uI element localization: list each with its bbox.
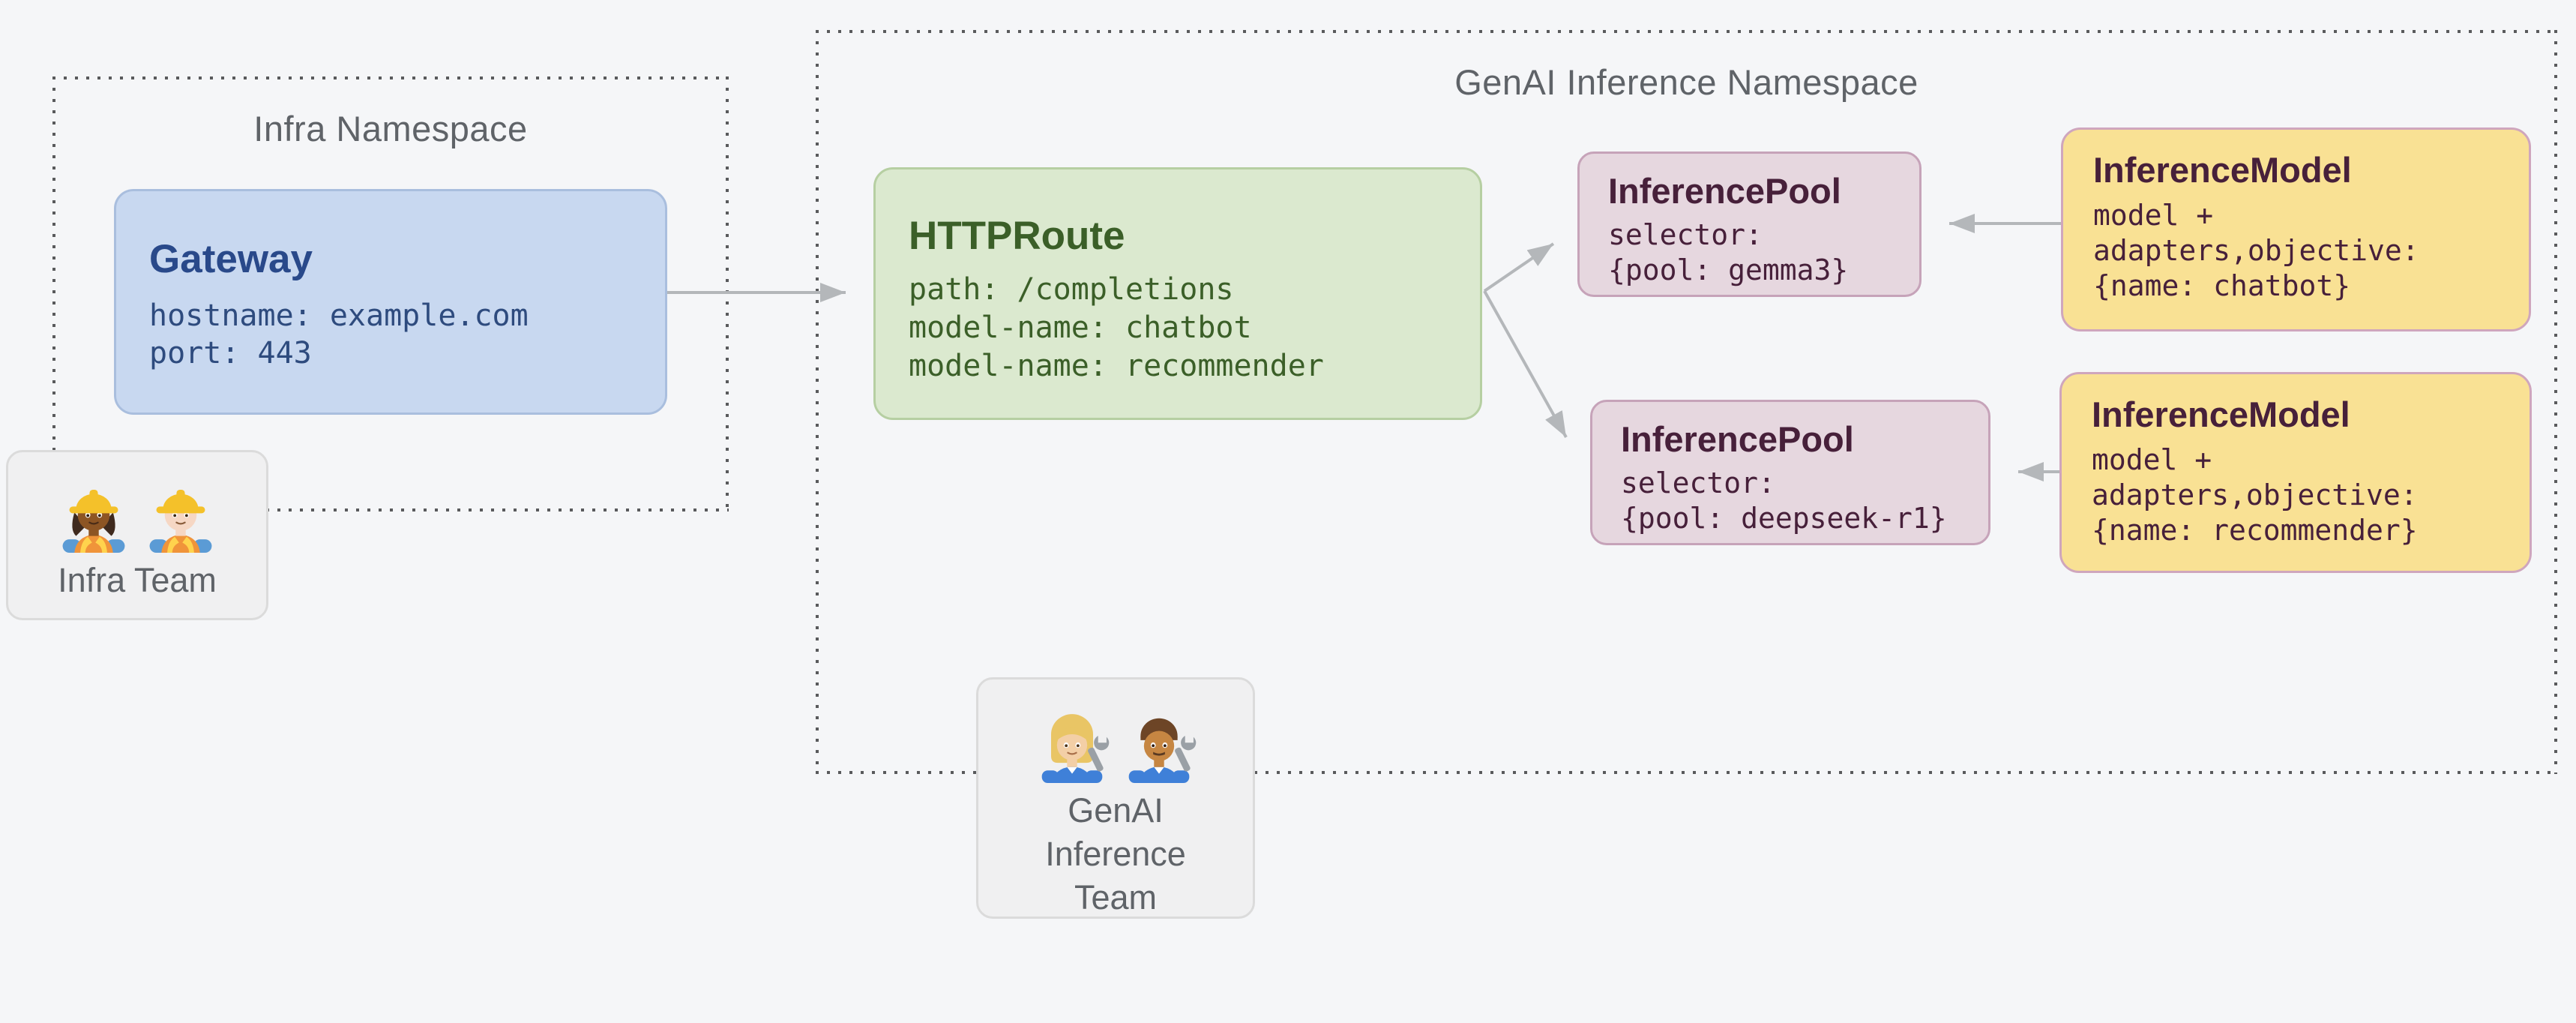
woman-mechanic-icon (1041, 714, 1110, 783)
model-line-3: {name: recommender} (2092, 514, 2418, 547)
infra-team-label: Infra Team (58, 561, 217, 599)
dotted-border-left (816, 30, 819, 774)
pool-selector-value: {pool: deepseek-r1} (1621, 502, 1947, 535)
dotted-border-right (726, 76, 729, 512)
pool-selector-value: {pool: gemma3} (1608, 254, 1849, 286)
gateway-hostname: hostname: example.com (149, 298, 529, 333)
inference-model-title: InferenceModel (2093, 150, 2352, 190)
genai-team-label: GenAI Inference Team (1045, 791, 1186, 916)
httproute-model-name-2: model-name: recommender (909, 349, 1324, 383)
infra-team-icons (52, 469, 223, 553)
model-line-2: adapters,objective: (2093, 234, 2419, 267)
inference-pool-title: InferencePool (1608, 171, 1841, 211)
dotted-border-bottom (816, 771, 2557, 774)
httproute-node: HTTPRoute path: /completions model-name:… (873, 167, 1482, 420)
woman-construction-worker-icon (62, 490, 125, 553)
pool-selector-label: selector: (1608, 218, 1763, 251)
httproute-path: path: /completions (909, 272, 1234, 307)
dotted-border-left (52, 76, 55, 512)
gateway-title: Gateway (149, 237, 313, 281)
gateway-node: Gateway hostname: example.com port: 443 (114, 189, 667, 415)
man-mechanic-icon (1128, 718, 1197, 783)
genai-namespace-container: GenAI Inference Namespace (816, 30, 2557, 774)
infra-namespace-title: Infra Namespace (253, 109, 528, 148)
inference-model-recommender-node: InferenceModel model + adapters,objectiv… (2059, 372, 2532, 573)
httproute-model-name-1: model-name: chatbot (909, 310, 1252, 345)
man-construction-worker-icon (149, 490, 212, 553)
genai-team-icons (1030, 699, 1201, 783)
gateway-port: port: 443 (149, 336, 312, 370)
pool-selector-label: selector: (1621, 466, 1775, 500)
model-line-2: adapters,objective: (2092, 478, 2418, 512)
dotted-border-top (816, 30, 2557, 33)
dotted-border-top (52, 76, 729, 80)
dotted-border-right (2554, 30, 2557, 774)
inference-pool-title: InferencePool (1621, 419, 1854, 459)
inference-model-chatbot-node: InferenceModel model + adapters,objectiv… (2061, 128, 2531, 332)
genai-team-card: GenAI Inference Team (976, 677, 1255, 919)
inference-model-title: InferenceModel (2092, 394, 2350, 434)
inference-pool-deepseek-node: InferencePool selector: {pool: deepseek-… (1590, 400, 1990, 545)
model-line-1: model + (2093, 199, 2214, 232)
inference-pool-gemma3-node: InferencePool selector: {pool: gemma3} (1577, 152, 1922, 297)
infra-namespace-container: Infra Namespace (52, 76, 729, 512)
model-line-1: model + (2092, 443, 2212, 476)
httproute-title: HTTPRoute (909, 214, 1125, 258)
genai-namespace-title: GenAI Inference Namespace (1454, 62, 1919, 102)
model-line-3: {name: chatbot} (2093, 269, 2351, 302)
infra-team-card: Infra Team (6, 450, 268, 620)
dotted-border-bottom (52, 508, 729, 512)
